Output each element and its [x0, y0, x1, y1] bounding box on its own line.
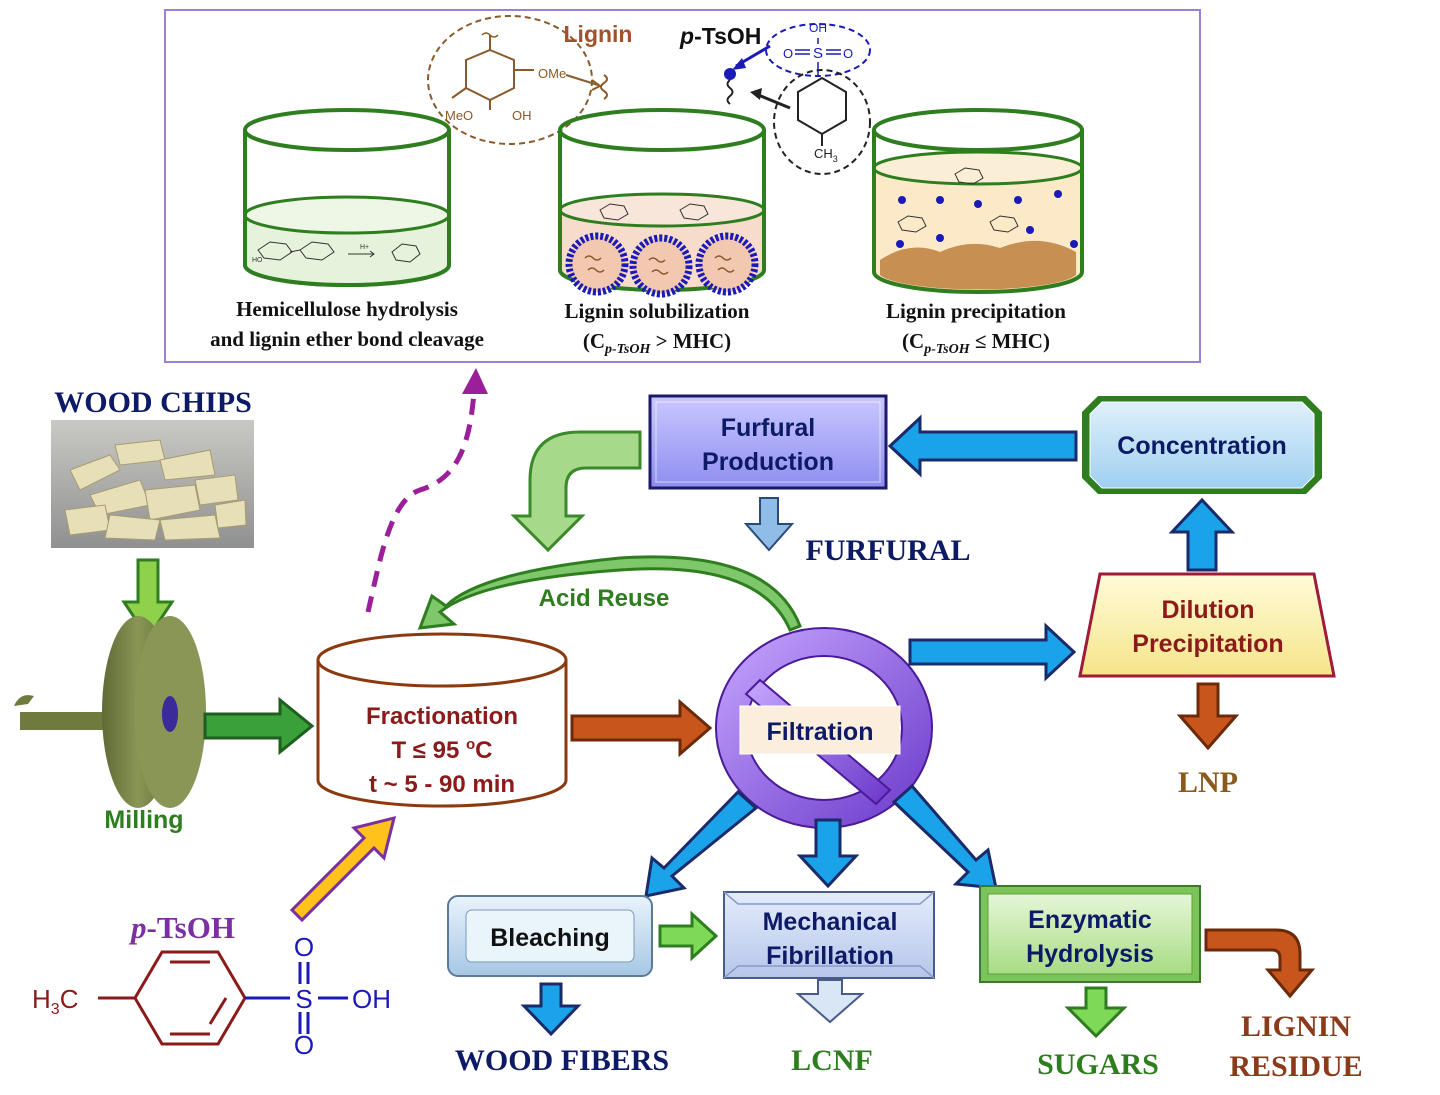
arrow-bleaching-to-mechanical [658, 910, 719, 962]
bleaching-box [447, 895, 653, 977]
acid-reuse-label: Acid Reuse [539, 585, 670, 612]
svg-text:O: O [783, 46, 793, 61]
sugar-rings [599, 203, 709, 221]
mechanical-line1: Mechanical [763, 908, 898, 936]
stage3-line1: Lignin precipitation [886, 299, 1066, 323]
mechanical-line2: Fibrillation [766, 942, 894, 970]
mechanism-inset: HO H+ Hemicellulose hydrolysis and ligni… [164, 9, 1201, 363]
ho-label: HO [252, 257, 263, 264]
stage1-line2: and lignin ether bond cleavage [210, 327, 484, 351]
meo-label: MeO [445, 108, 473, 123]
stage1-line1: Hemicellulose hydrolysis [236, 297, 458, 321]
inset-ptsoh-label: p-TsOH [679, 23, 761, 49]
svg-text:S: S [813, 45, 823, 62]
ptsoh-structure [98, 950, 348, 1046]
mechanical-fibrillation-box [723, 891, 935, 979]
oxygen-top-label: O [294, 932, 314, 962]
wood-chips-label: WOOD CHIPS [54, 386, 252, 419]
ptsoh-molecules [896, 190, 1078, 248]
sugars-label: SUGARS [1037, 1048, 1159, 1081]
ptsoh-label: p-TsOH [128, 910, 235, 945]
h3c-label: H3C [32, 984, 78, 1018]
lignin-label: Lignin [564, 21, 633, 47]
concentration-box [1082, 396, 1322, 494]
hplus-label: H+ [360, 244, 369, 251]
svg-text:CH3: CH3 [814, 146, 838, 164]
arrow-dilution-to-lnp [1176, 682, 1240, 751]
lignin-residue-line1: LIGNIN [1241, 1010, 1351, 1043]
concentration-label: Concentration [1117, 432, 1286, 460]
wood-chips-photo [51, 420, 254, 548]
filtration-label: Filtration [767, 718, 874, 746]
arrow-filtration-to-dilution [908, 622, 1077, 682]
beaker-solubilization [558, 108, 766, 298]
mill-illustration [14, 616, 206, 808]
arrow-filtration-to-enzymatic [891, 783, 998, 890]
stage2-line2: (Cp-TsOH > MHC) [583, 329, 731, 357]
svg-text:O: O [843, 46, 853, 61]
lnp-label: LNP [1178, 766, 1238, 799]
beaker-precipitation [872, 108, 1084, 294]
cellobiose-structure [257, 241, 421, 263]
enzymatic-line2: Hydrolysis [1026, 940, 1154, 968]
filtration-label-bg [739, 705, 901, 755]
fractionation-temp: T ≤ 95 oC [391, 736, 492, 764]
lignin-residue-line2: RESIDUE [1229, 1050, 1362, 1083]
fractionation-vessel [316, 632, 568, 808]
milling-label: Milling [104, 806, 183, 834]
arrow-mill-to-fractionation [203, 696, 315, 756]
arrow-filtration-to-bleaching [644, 789, 759, 898]
dashed-link-arrow [365, 391, 477, 613]
enzymatic-hydrolysis-box [979, 885, 1201, 983]
dilution-line2: Precipitation [1132, 630, 1283, 658]
furfural-production-line1: Furfural [721, 414, 815, 442]
bleaching-label: Bleaching [490, 924, 609, 952]
dilution-precipitation-box [1078, 572, 1336, 678]
dilution-line1: Dilution [1161, 596, 1254, 624]
dashed-arrowhead [462, 368, 488, 394]
oh-group-label: OH [352, 984, 391, 1014]
oh-label: OH [512, 108, 532, 123]
arrow-bleaching-to-fibers [520, 982, 582, 1037]
enzymatic-line1: Enzymatic [1028, 906, 1152, 934]
acid-reuse-arrow [417, 555, 802, 632]
arrow-furfural-recycle [510, 430, 642, 553]
arrow-concentration-to-furfural [887, 414, 1078, 478]
arrow-ptsoh-to-fractionation [289, 815, 397, 923]
arrow-enzymatic-to-sugars [1064, 986, 1128, 1039]
oxygen-bottom-label: O [294, 1030, 314, 1060]
arrow-mechanical-to-lcnf [795, 979, 865, 1024]
arrow-enzymatic-to-lignin-residue [1204, 928, 1316, 999]
lignin-structure [427, 15, 608, 145]
stage3-line2: (Cp-TsOH ≤ MHC) [902, 329, 1050, 357]
toluene-ring: CH3 [773, 69, 871, 175]
arrow-dilution-to-concentration [1168, 497, 1236, 572]
furfural-production-line2: Production [702, 448, 834, 476]
arrow-furfural-down [743, 497, 795, 552]
lcnf-label: LCNF [791, 1044, 873, 1077]
fractionation-title: Fractionation [366, 703, 518, 730]
arrow-fractionation-to-filtration [570, 698, 713, 758]
ome-label: OMe [538, 66, 566, 81]
beaker-hemicellulose: HO H+ [243, 108, 451, 287]
furfural-label: FURFURAL [806, 534, 971, 567]
sulfur-label: S [295, 984, 312, 1014]
micelles [565, 232, 759, 298]
stage2-line1: Lignin solubilization [565, 299, 750, 323]
svg-text:OH: OH [809, 21, 827, 35]
furfural-production-box [648, 394, 888, 490]
wood-fibers-label: WOOD FIBERS [455, 1044, 669, 1077]
arrow-filtration-to-mechanical [796, 818, 860, 889]
fractionation-time: t ~ 5 - 90 min [369, 771, 515, 798]
